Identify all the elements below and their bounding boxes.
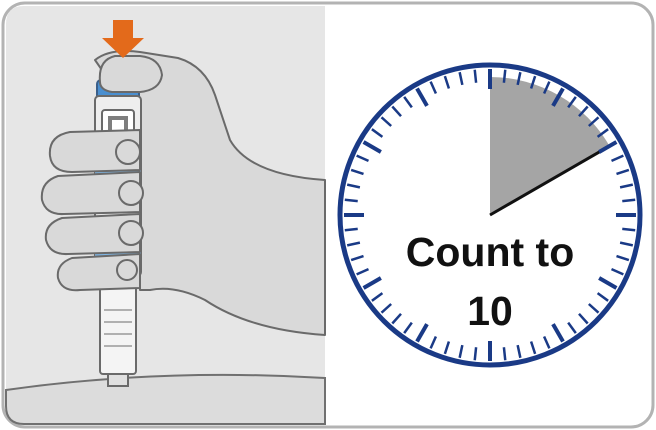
clock-tick [622,200,635,201]
clock-tick [345,200,358,201]
thumb [100,56,162,92]
instruction-line-1: Count to [330,232,650,273]
clock-tick [475,70,476,83]
clock-tick [504,347,505,360]
clock-tick [345,229,358,230]
clock-tick [622,229,635,230]
instruction-line-2: 10 [330,291,650,332]
clock-tick [475,347,476,360]
clock-tick [504,70,505,83]
